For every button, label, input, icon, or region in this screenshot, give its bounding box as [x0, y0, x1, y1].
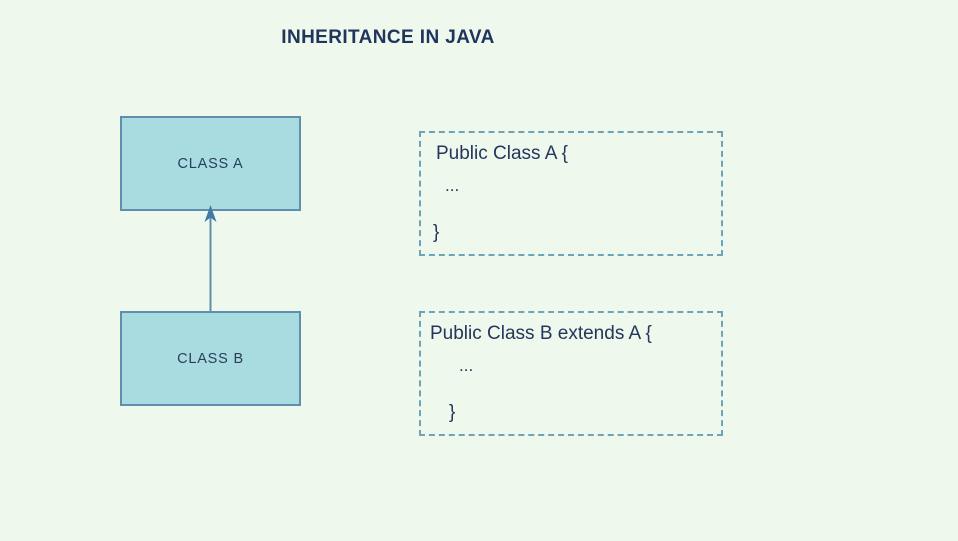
code-line: Public Class B extends A { [430, 323, 652, 344]
class-box-class-b[interactable]: CLASS B [120, 311, 301, 406]
class-box-label: CLASS A [177, 155, 244, 172]
inheritance-arrow-icon [204, 205, 217, 311]
class-box-class-a[interactable]: CLASS A [120, 116, 301, 211]
class-box-label: CLASS B [177, 350, 244, 367]
code-line: ... [459, 356, 474, 375]
code-snippet-class-b[interactable]: Public Class B extends A { ... } [419, 311, 723, 436]
code-snippet-class-a[interactable]: Public Class A { ... } [419, 131, 723, 256]
page-title: INHERITANCE IN JAVA [281, 27, 495, 48]
code-line: } [449, 402, 456, 423]
code-line: ... [445, 176, 460, 195]
code-line: Public Class A { [436, 143, 569, 164]
code-line: } [433, 222, 440, 243]
